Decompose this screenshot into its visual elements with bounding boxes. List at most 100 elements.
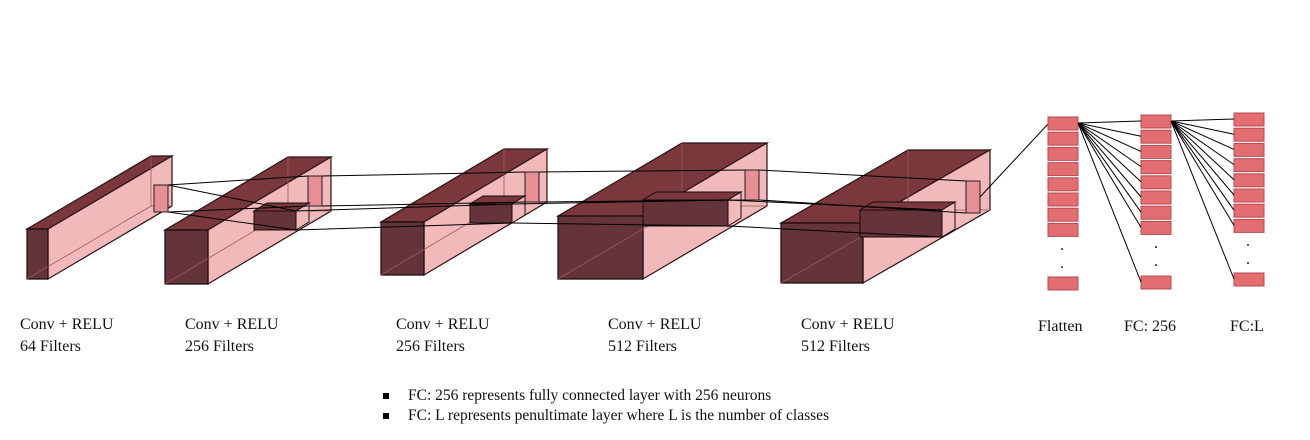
neuron <box>1047 207 1079 222</box>
feature-bar-4 <box>641 191 743 227</box>
legend-note-fc-256: FC: 256 represents fully connected layer… <box>380 386 829 406</box>
conv-layer-2-filters: 256 Filters <box>185 338 254 355</box>
fc-connection-line <box>1077 122 1142 228</box>
conv-layer-1-title: Conv + RELU <box>20 316 114 333</box>
fc-connection-line <box>1077 120 1142 124</box>
neuron-last <box>1140 275 1172 290</box>
fc-connection-line <box>1170 120 1235 211</box>
kernel-front <box>307 175 323 207</box>
connection-line <box>979 123 1049 198</box>
kernel-3 <box>524 171 540 203</box>
kernel-1 <box>153 184 169 213</box>
flatten-label: Flatten <box>1038 318 1082 335</box>
connection-line <box>511 199 729 205</box>
neuron <box>1140 114 1172 129</box>
fc-256-label: FC: 256 <box>1124 318 1176 335</box>
legend-note-fc-l: FC: L represents penultimate layer where… <box>380 406 829 426</box>
neuron-last <box>1233 272 1265 287</box>
connection-line <box>538 169 746 173</box>
kernel-2 <box>307 175 323 207</box>
connection-line <box>321 171 526 177</box>
block-front-face <box>557 215 644 280</box>
block-front-face <box>26 228 49 280</box>
fc-connection-line <box>1077 122 1142 198</box>
conv-layer-2-title: Conv + RELU <box>185 316 279 333</box>
conv-layer-1-filters: 64 Filters <box>20 338 81 355</box>
neuron <box>1047 131 1079 146</box>
legend-notes: FC: 256 represents fully connected layer… <box>380 386 829 426</box>
kernel-5 <box>965 180 981 214</box>
conv-layer-5-title: Conv + RELU <box>801 316 895 333</box>
dense-layer-3 <box>1233 112 1265 287</box>
neuron <box>1233 173 1265 188</box>
fc-connection-line <box>1170 120 1235 166</box>
feature-bar-3 <box>468 195 527 224</box>
connection-line <box>321 201 526 207</box>
neuron <box>1140 220 1172 235</box>
connection-line <box>727 199 943 211</box>
fc-connection-line <box>1170 120 1235 135</box>
neuron <box>1233 188 1265 203</box>
feature-bar-side <box>511 195 526 224</box>
connection-line <box>295 203 513 212</box>
connection-line <box>511 222 729 227</box>
neuron-last <box>1047 276 1079 291</box>
neuron <box>1140 190 1172 205</box>
feature-bar-front <box>469 203 513 224</box>
fc-connection-line <box>1170 120 1235 280</box>
fc-connection-line <box>1170 120 1235 196</box>
feature-bar-front <box>642 199 729 227</box>
block-front-face <box>164 229 209 285</box>
fc-connection-line <box>1077 122 1142 168</box>
neuron <box>1233 203 1265 218</box>
feature-bar-side <box>941 201 956 238</box>
fc-connection-line <box>1170 118 1235 122</box>
connection-line <box>167 175 309 186</box>
neuron <box>1140 175 1172 190</box>
flatten-ellipsis-dot: . <box>1060 255 1064 272</box>
fc-connection-line <box>1077 122 1142 137</box>
fc-connection-line <box>1077 122 1142 183</box>
kernel-front <box>153 184 169 213</box>
fc-connection-line <box>1077 122 1142 152</box>
conv-layer-4-title: Conv + RELU <box>608 316 702 333</box>
conv-block-1 <box>24 154 175 281</box>
neuron <box>1047 222 1079 237</box>
feature-bar-top <box>641 191 743 201</box>
dense-layer-1 <box>1047 116 1079 291</box>
connection-line <box>167 205 309 213</box>
kernel-4 <box>744 169 760 201</box>
conv-layer-5-filters: 512 Filters <box>801 338 870 355</box>
block-front-face <box>780 222 864 284</box>
fc-connection-line <box>1077 122 1142 283</box>
neuron <box>1233 142 1265 157</box>
conv-layer-4-filters: 512 Filters <box>608 338 677 355</box>
fc-connection-line <box>1077 122 1142 213</box>
block-hidden-edge <box>26 205 152 280</box>
connection-line <box>295 222 513 231</box>
neuron <box>1233 218 1265 233</box>
neuron <box>1047 146 1079 161</box>
connection-line <box>167 211 297 231</box>
fc-256-ellipsis-dot: . <box>1154 253 1158 270</box>
fc-l-ellipsis-dot: . <box>1246 251 1250 268</box>
neuron <box>1233 158 1265 173</box>
fc-l-ellipsis-dot: . <box>1246 233 1250 250</box>
neuron <box>1233 112 1265 127</box>
neuron <box>1140 160 1172 175</box>
kernel-front <box>965 180 981 214</box>
neuron <box>1047 192 1079 207</box>
neuron <box>1140 129 1172 144</box>
fc-256-ellipsis-dot: . <box>1154 235 1158 252</box>
connection-line <box>758 169 967 182</box>
connection-line <box>167 184 297 212</box>
block-front-face <box>380 221 425 276</box>
kernel-front <box>524 171 540 203</box>
block-side-face <box>47 154 173 281</box>
connection-line <box>727 225 943 238</box>
neuron <box>1047 162 1079 177</box>
neuron <box>1047 116 1079 131</box>
flatten-ellipsis-dot: . <box>1060 237 1064 254</box>
neuron <box>1233 127 1265 142</box>
